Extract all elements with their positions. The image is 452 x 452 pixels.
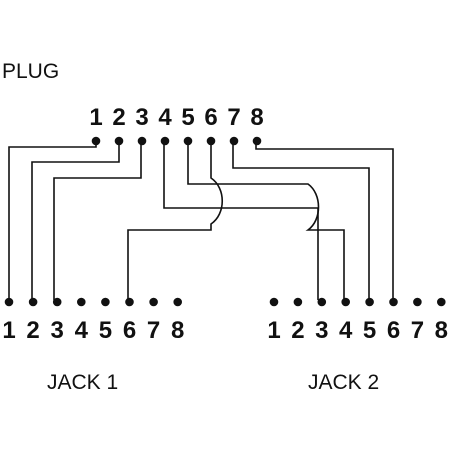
jack2-pin-number-1: 1 (267, 317, 280, 344)
plug-contact-dot-7 (229, 136, 239, 146)
jack1-contact-dot-7 (149, 297, 158, 307)
jack1-pin-number-8: 8 (171, 317, 184, 344)
plug-contact-dot-4 (160, 136, 170, 146)
jack2-contact-dot-5 (365, 297, 374, 307)
jack1-pin-number-5: 5 (99, 317, 112, 344)
jack2-pin-number-7: 7 (411, 317, 424, 344)
jack1-title: JACK 1 (47, 371, 118, 394)
plug-pin-number-5: 5 (181, 104, 194, 131)
jack1-pin-number-4: 4 (75, 317, 89, 344)
plug-dots (91, 136, 262, 146)
plug-contact-dot-1 (91, 136, 101, 146)
jack2-contact-dot-7 (413, 297, 422, 307)
jack2-pin-number-6: 6 (387, 317, 400, 344)
plug-contact-dot-6 (206, 136, 216, 146)
plug-pin-number-7: 7 (227, 104, 240, 131)
wire-plug3-jack1-pin3 (53, 140, 142, 300)
jack1-pin-number-1: 1 (2, 317, 15, 344)
jack2-pin-number-8: 8 (435, 317, 448, 344)
jack2-contact-dot-8 (437, 297, 446, 307)
plug-pin-number-6: 6 (204, 104, 217, 131)
wire-plug6-jack1-pin6 (127, 140, 224, 300)
plug-pin-number-3: 3 (135, 104, 148, 131)
jack1-contact-dot-8 (173, 297, 182, 307)
jack2-pin-number-2: 2 (291, 317, 304, 344)
wire-plug7-jack2-pin5 (232, 140, 370, 300)
plug-pin-number-2: 2 (112, 104, 125, 131)
wire-plug2-jack1-pin2 (31, 140, 120, 300)
plug-pin-number-8: 8 (250, 104, 263, 131)
jack1-dots (4, 297, 182, 307)
jack1-contact-dot-4 (77, 297, 86, 307)
jack2-pin-number-5: 5 (363, 317, 376, 344)
jack1-contact-dot-6 (125, 297, 134, 307)
plug-pin-number-1: 1 (89, 104, 102, 131)
jack2-contact-dot-2 (293, 297, 303, 307)
jack2-contact-dot-6 (389, 297, 398, 307)
wire-plug5-jack2-pin4 (187, 140, 345, 300)
jack1-pin-number-7: 7 (147, 317, 160, 344)
jack2-title: JACK 2 (308, 371, 379, 394)
jack1-pin-number-6: 6 (123, 317, 136, 344)
jack1-contact-dot-5 (101, 297, 110, 307)
jack2-contact-dot-4 (341, 297, 351, 307)
wire-plug8-jack2-pin6 (255, 140, 394, 300)
plug-contact-dot-2 (114, 136, 124, 146)
wire-plug4-jack2-pin3 (163, 140, 319, 300)
plug-contact-dot-5 (183, 136, 193, 146)
jack2-pin-number-4: 4 (339, 317, 353, 344)
jack1-pin-number-2: 2 (26, 317, 39, 344)
jack1-contact-dot-3 (52, 297, 62, 307)
plug-title: PLUG (2, 60, 59, 83)
plug-contact-dot-8 (252, 136, 262, 146)
wire-plug1-jack1-pin1 (8, 140, 97, 300)
wires (8, 140, 394, 300)
plug-pin-number-4: 4 (158, 104, 172, 131)
jack1-contact-dot-2 (28, 297, 38, 307)
jack2-contact-dot-3 (317, 297, 327, 307)
jack1-pin-number-3: 3 (51, 317, 64, 344)
jack1-contact-dot-1 (4, 297, 14, 307)
jack2-dots (269, 297, 446, 307)
jack2-contact-dot-1 (269, 297, 279, 307)
plug-contact-dot-3 (137, 136, 147, 146)
jack2-pin-number-3: 3 (315, 317, 328, 344)
